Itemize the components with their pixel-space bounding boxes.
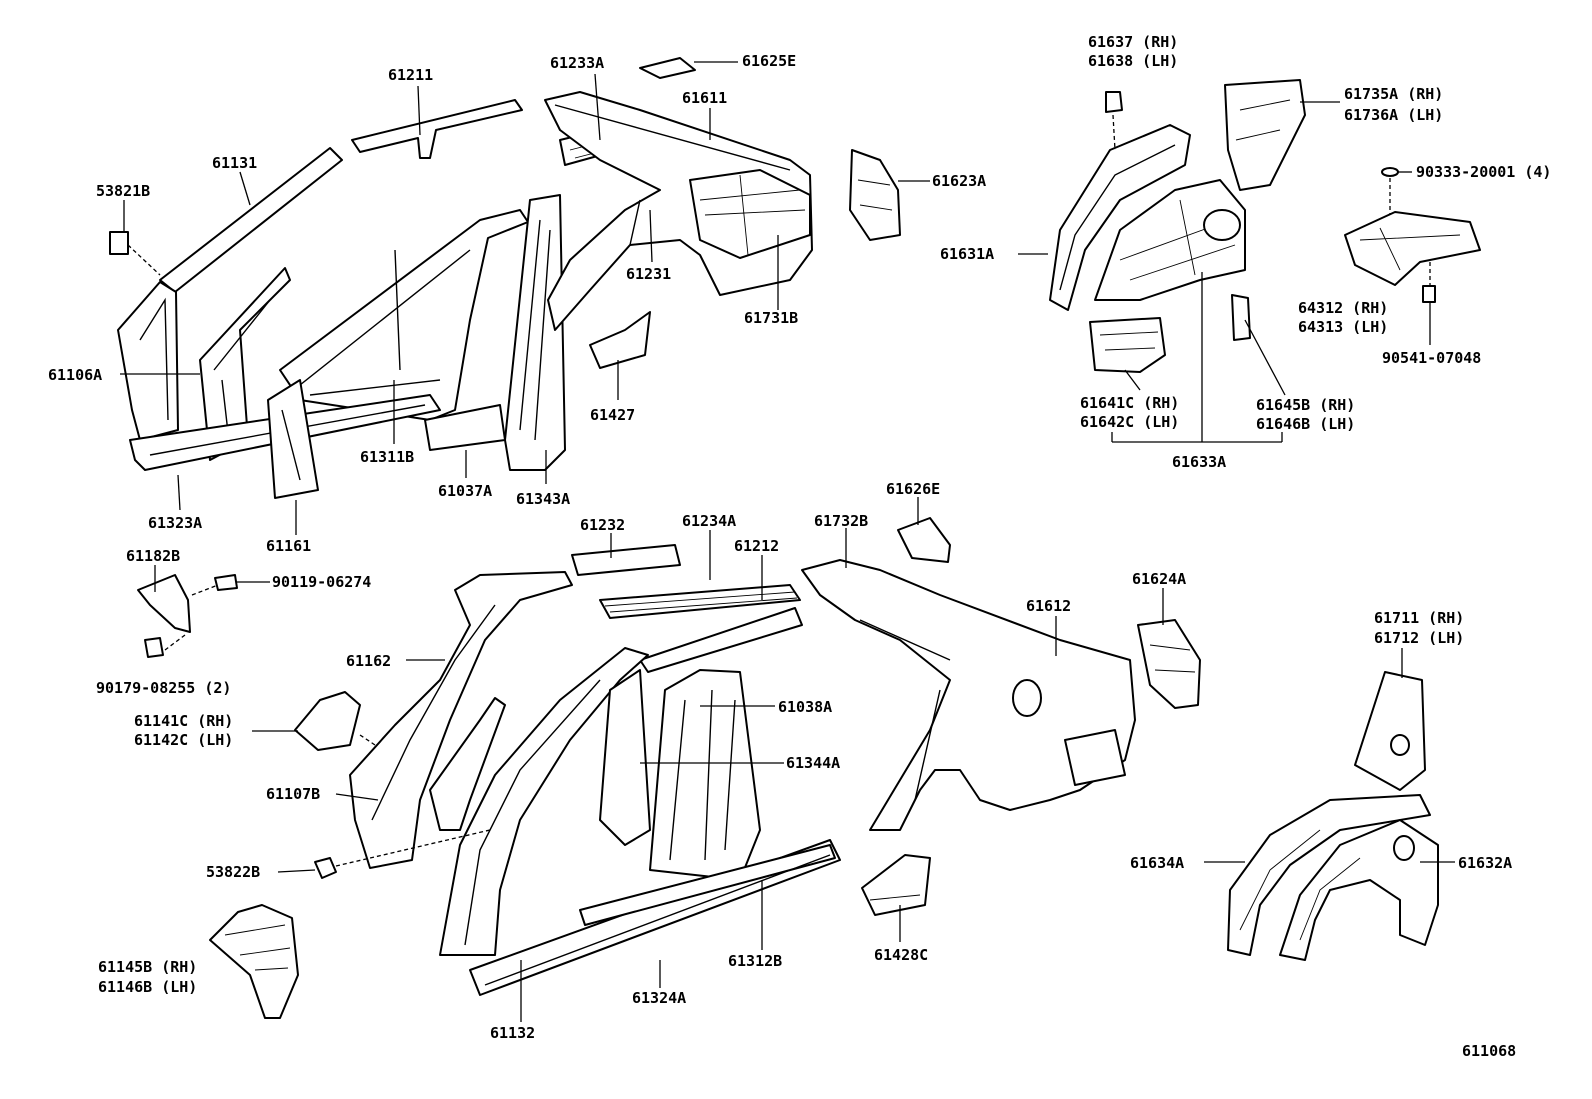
label-90119-06274: 90119-06274 <box>272 573 371 591</box>
part-labels: 61211 61131 53821B 61106A 61323A 61161 6… <box>48 33 1551 1060</box>
lower-left-brackets <box>137 574 361 1019</box>
label-61145B: 61145B (RH) <box>98 958 197 976</box>
label-61037A: 61037A <box>438 482 492 500</box>
label-61182B: 61182B <box>126 547 180 565</box>
label-61162: 61162 <box>346 652 391 670</box>
label-61632A: 61632A <box>1458 854 1512 872</box>
label-61311B: 61311B <box>360 448 414 466</box>
label-53822B: 53822B <box>206 863 260 881</box>
label-64312: 64312 (RH) <box>1298 299 1388 317</box>
front-side-panel-assembly <box>109 57 901 499</box>
label-61646B: 61646B (LH) <box>1256 415 1355 433</box>
label-61106A: 61106A <box>48 366 102 384</box>
rear-wheel-house-assembly <box>1049 79 1481 373</box>
label-61711: 61711 (RH) <box>1374 609 1464 627</box>
label-61324A: 61324A <box>632 989 686 1007</box>
label-61427: 61427 <box>590 406 635 424</box>
label-61641C: 61641C (RH) <box>1080 394 1179 412</box>
label-61731B: 61731B <box>744 309 798 327</box>
label-64313: 64313 (LH) <box>1298 318 1388 336</box>
label-61625E: 61625E <box>742 52 796 70</box>
label-90541-07048: 90541-07048 <box>1382 349 1481 367</box>
label-61642C: 61642C (LH) <box>1080 413 1179 431</box>
rear-side-panel-assembly <box>349 517 1439 996</box>
label-61234A: 61234A <box>682 512 736 530</box>
label-61623A: 61623A <box>932 172 986 190</box>
label-61612: 61612 <box>1026 597 1071 615</box>
label-90333-20001: 90333-20001 (4) <box>1416 163 1551 181</box>
label-61146B: 61146B (LH) <box>98 978 197 996</box>
label-61107B: 61107B <box>266 785 320 803</box>
diagram-code: 611068 <box>1462 1042 1516 1060</box>
label-61624A: 61624A <box>1132 570 1186 588</box>
label-61631A: 61631A <box>940 245 994 263</box>
label-61344A: 61344A <box>786 754 840 772</box>
label-61131: 61131 <box>212 154 257 172</box>
label-61712: 61712 (LH) <box>1374 629 1464 647</box>
label-61233A: 61233A <box>550 54 604 72</box>
label-61633A: 61633A <box>1172 453 1226 471</box>
label-61645B: 61645B (RH) <box>1256 396 1355 414</box>
label-90179-08255: 90179-08255 (2) <box>96 679 231 697</box>
label-61323A: 61323A <box>148 514 202 532</box>
label-61626E: 61626E <box>886 480 940 498</box>
label-61343A: 61343A <box>516 490 570 508</box>
label-61142C: 61142C (LH) <box>134 731 233 749</box>
label-61637: 61637 (RH) <box>1088 33 1178 51</box>
label-61638: 61638 (LH) <box>1088 52 1178 70</box>
label-61736A: 61736A (LH) <box>1344 106 1443 124</box>
label-61312B: 61312B <box>728 952 782 970</box>
label-61211: 61211 <box>388 66 433 84</box>
label-61232: 61232 <box>580 516 625 534</box>
label-61038A: 61038A <box>778 698 832 716</box>
label-61132: 61132 <box>490 1024 535 1042</box>
label-61634A: 61634A <box>1130 854 1184 872</box>
label-53821B: 53821B <box>96 182 150 200</box>
label-61161: 61161 <box>266 537 311 555</box>
label-61735A: 61735A (RH) <box>1344 85 1443 103</box>
label-61611: 61611 <box>682 89 727 107</box>
label-61428C: 61428C <box>874 946 928 964</box>
label-61141C: 61141C (RH) <box>134 712 233 730</box>
leader-lines <box>120 61 1455 1022</box>
label-61732B: 61732B <box>814 512 868 530</box>
label-61212: 61212 <box>734 537 779 555</box>
label-61231: 61231 <box>626 265 671 283</box>
